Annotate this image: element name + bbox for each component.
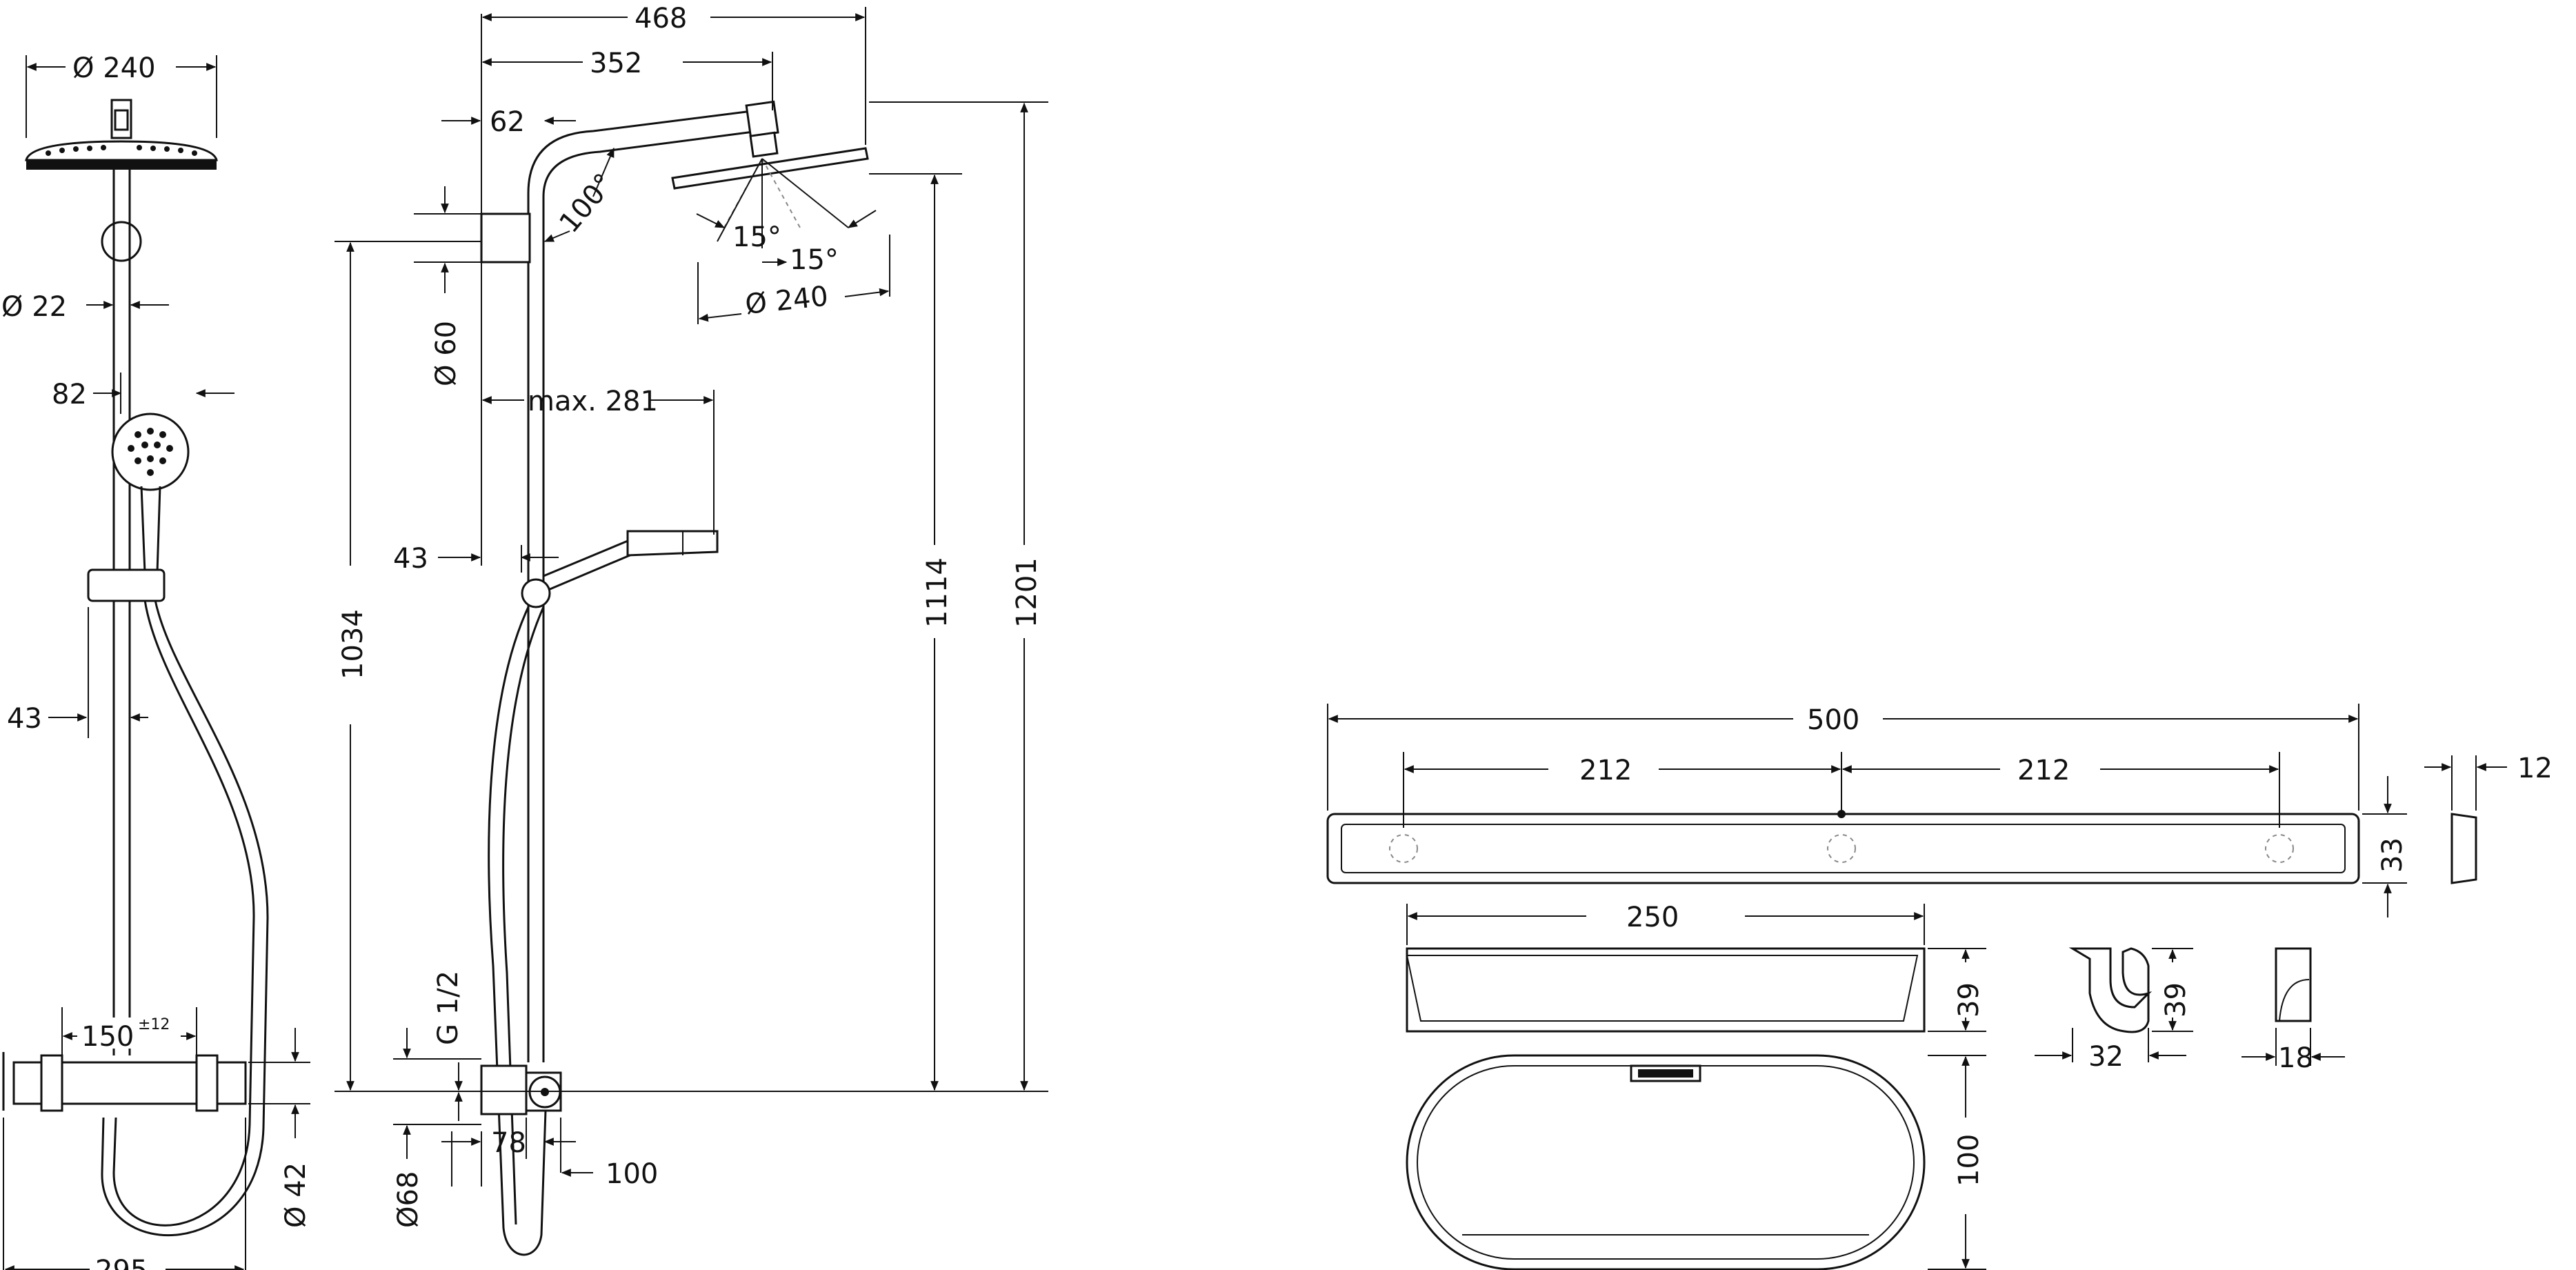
front-slider-offset: 43: [7, 703, 42, 735]
side-overhead-shower: [671, 147, 869, 190]
side-thread: G 1/2: [432, 971, 464, 1045]
shelf-tray-top: [1406, 1054, 1926, 1270]
shelf-clip: [2275, 947, 2312, 1022]
side-head-diameter: Ø 240: [743, 281, 830, 321]
side-mixer: [480, 1064, 528, 1115]
front-hand-shower: [111, 413, 190, 491]
front-mixer-diameter: Ø 42: [280, 1162, 312, 1228]
shelf-tray-depth: 100: [1953, 1134, 1985, 1187]
shelf-rail-end: [2450, 813, 2477, 884]
front-slider: [87, 568, 166, 602]
front-overhead-shower: [25, 140, 218, 161]
shelf-rail-height: 33: [2377, 837, 2408, 873]
side-rosette-diameter: Ø68: [392, 1171, 424, 1228]
side-height-1201: 1201: [1011, 557, 1043, 628]
front-pipe-diameter: Ø 22: [1, 291, 67, 323]
shelf-rail-depth: 12: [2517, 753, 2553, 784]
side-mixer-projection: 100: [606, 1158, 658, 1190]
side-slider-depth: 43: [393, 543, 428, 575]
side-flange-diameter: Ø 60: [430, 321, 462, 386]
side-mixer-depth: 78: [491, 1127, 526, 1159]
shelf-total-length: 500: [1807, 704, 1859, 736]
side-wall-offset: 62: [490, 106, 525, 138]
front-hose: [112, 599, 255, 1227]
front-outlet-tolerance: ±12: [138, 1016, 170, 1033]
shelf-tray-width: 250: [1626, 902, 1679, 933]
side-tilt-angle-right: 15°: [790, 244, 839, 276]
shelf-hook-width: 32: [2088, 1041, 2124, 1073]
front-head-neck: [110, 99, 132, 139]
side-arm-reach: 352: [590, 48, 642, 79]
side-hand-shower: [543, 537, 635, 577]
side-arm-angle: 100°: [553, 168, 620, 239]
front-wall-bracket: [101, 221, 142, 262]
front-head-diameter: Ø 240: [72, 52, 156, 84]
side-tilt-angle-left: 15°: [732, 221, 781, 253]
shelf-hook-height: 39: [2160, 982, 2192, 1018]
shelf-tray-height: 39: [1953, 982, 1985, 1018]
side-height-1034: 1034: [337, 609, 369, 679]
shelf-accessories: 500 212 212 33 12 250 39: [1326, 704, 2553, 1270]
front-hand-offset: 82: [52, 379, 87, 410]
side-wall-bracket: [480, 212, 531, 264]
side-hose: [488, 606, 548, 1256]
shelf-hook: [2068, 947, 2153, 1033]
side-overall-reach: 468: [635, 3, 687, 34]
front-outlet-spacing: 150: [81, 1021, 134, 1053]
side-shower-arm: [527, 109, 758, 238]
front-view: Ø 240 Ø 22 82 43 150 ±12 295 Ø 42: [1, 52, 312, 1270]
shelf-tray: [1406, 947, 1926, 1033]
side-view: 468 352 62 100° 15° 15° Ø 240 Ø 60 max. …: [335, 3, 1048, 1256]
side-hand-reach: max. 281: [528, 386, 658, 417]
shelf-clip-width: 18: [2278, 1042, 2313, 1074]
side-height-1114: 1114: [921, 557, 953, 628]
front-mixer-width: 295: [95, 1255, 148, 1270]
shelf-bracket-spacing-right: 212: [2017, 755, 2070, 786]
shelf-bracket-spacing-left: 212: [1579, 755, 1632, 786]
